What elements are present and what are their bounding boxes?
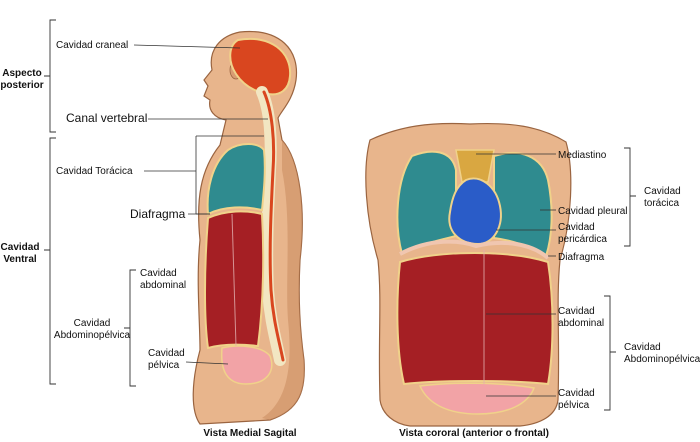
bracket-cavidad-abdominopelvica-right bbox=[604, 295, 616, 411]
coronal-mediastinum bbox=[455, 149, 495, 183]
label-diafragma-right: Diafragma bbox=[558, 252, 605, 263]
group-cavidad-abdominopelvica-right-1: Cavidad bbox=[624, 342, 661, 353]
label-cavidad-pelvica-right-2: pélvica bbox=[558, 400, 590, 411]
bracket-cavidad-toracica-right bbox=[624, 147, 636, 247]
label-cavidad-pericardica-1: Cavidad bbox=[558, 222, 595, 233]
group-cavidad-ventral-2: Ventral bbox=[3, 254, 37, 265]
sagittal-labels: Aspecto posterior Cavidad Ventral Cavida… bbox=[0, 19, 297, 439]
leader-cavidad-toracica bbox=[144, 135, 264, 215]
sagittal-midline bbox=[231, 213, 237, 347]
label-cavidad-abdominal-right-2: abdominal bbox=[558, 318, 604, 329]
label-cavidad-abdominal-left-1: Cavidad bbox=[140, 268, 177, 279]
coronal-diaphragm bbox=[399, 239, 550, 260]
label-cavidad-pelvica-right-1: Cavidad bbox=[558, 388, 595, 399]
group-aspecto-posterior-2: posterior bbox=[0, 80, 43, 91]
group-cavidad-toracica-right-1: Cavidad bbox=[644, 186, 681, 197]
label-cavidad-pelvica-left-2: pélvica bbox=[148, 360, 180, 371]
bracket-cavidad-ventral bbox=[44, 137, 56, 385]
coronal-pelvic-cavity bbox=[418, 382, 536, 415]
coronal-labels: Mediastino Cavidad pleural Cavidad peric… bbox=[399, 147, 700, 439]
label-cavidad-abdominopelvica-left-2: Abdominopélvica bbox=[54, 330, 131, 341]
coronal-pericardial-cavity bbox=[448, 177, 502, 246]
vertebral-column bbox=[256, 86, 286, 366]
sagittal-pelvic-cavity bbox=[220, 345, 273, 385]
label-diafragma-left: Diafragma bbox=[130, 207, 186, 221]
group-cavidad-ventral-1: Cavidad bbox=[1, 242, 40, 253]
sagittal-thoracic-cavity bbox=[206, 143, 266, 216]
label-cavidad-craneal: Cavidad craneal bbox=[56, 40, 128, 51]
bracket-aspecto-posterior bbox=[44, 19, 56, 133]
leader-cavidad-craneal bbox=[133, 44, 241, 49]
vertebral-canal bbox=[262, 90, 285, 362]
sagittal-view bbox=[192, 30, 305, 425]
label-cavidad-abdominal-right-1: Cavidad bbox=[558, 306, 595, 317]
caption-sagittal: Vista Medial Sagital bbox=[203, 428, 296, 439]
label-cavidad-abdominal-left-2: abdominal bbox=[140, 280, 186, 291]
coronal-abdominal-cavity bbox=[396, 252, 554, 386]
group-cavidad-abdominopelvica-right-2: Abdominopélvica bbox=[624, 354, 700, 365]
group-cavidad-toracica-right-2: torácica bbox=[644, 198, 679, 209]
caption-coronal: Vista cororal (anterior o frontal) bbox=[399, 428, 549, 439]
group-aspecto-posterior-1: Aspecto bbox=[2, 68, 41, 79]
label-cavidad-pelvica-left-1: Cavidad bbox=[148, 348, 185, 359]
coronal-view bbox=[365, 122, 572, 427]
coronal-left-lung bbox=[396, 150, 457, 256]
label-canal-vertebral: Canal vertebral bbox=[66, 111, 147, 125]
bracket-abdominopelvica bbox=[124, 269, 136, 387]
sagittal-body-shadow bbox=[262, 140, 305, 420]
label-cavidad-abdominopelvica-left-1: Cavidad bbox=[74, 318, 111, 329]
label-mediastino: Mediastino bbox=[558, 150, 607, 161]
label-cavidad-pleural: Cavidad pleural bbox=[558, 206, 628, 217]
label-cavidad-pericardica-2: pericárdica bbox=[558, 234, 607, 245]
leader-cavidad-pelvica-left bbox=[185, 361, 229, 365]
label-cavidad-toracica: Cavidad Torácica bbox=[56, 166, 133, 177]
